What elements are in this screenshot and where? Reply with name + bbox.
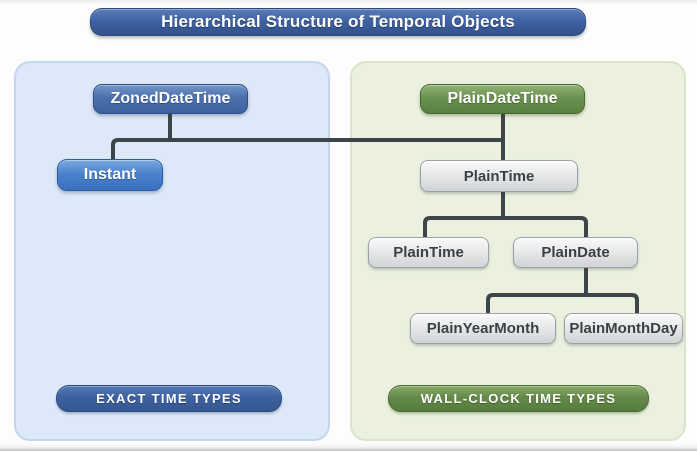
node-zoneddatetime: ZonedDateTime bbox=[93, 84, 248, 114]
node-plaindatetime: PlainDateTime bbox=[420, 84, 585, 114]
caption-wall-clock-time-types: WALL-CLOCK TIME TYPES bbox=[388, 385, 649, 412]
panel-exact-time-types bbox=[14, 61, 330, 441]
node-plaintime: PlainTime bbox=[368, 237, 489, 268]
node-plainmonthday: PlainMonthDay bbox=[564, 313, 683, 344]
diagram-title: Hierarchical Structure of Temporal Objec… bbox=[90, 8, 586, 36]
node-plaindate: PlainDate bbox=[513, 237, 638, 268]
caption-exact-time-types: EXACT TIME TYPES bbox=[56, 385, 282, 412]
node-plaintime-parent: PlainTime bbox=[420, 160, 578, 192]
node-plainyearmonth: PlainYearMonth bbox=[410, 313, 556, 344]
node-instant: Instant bbox=[57, 159, 163, 191]
